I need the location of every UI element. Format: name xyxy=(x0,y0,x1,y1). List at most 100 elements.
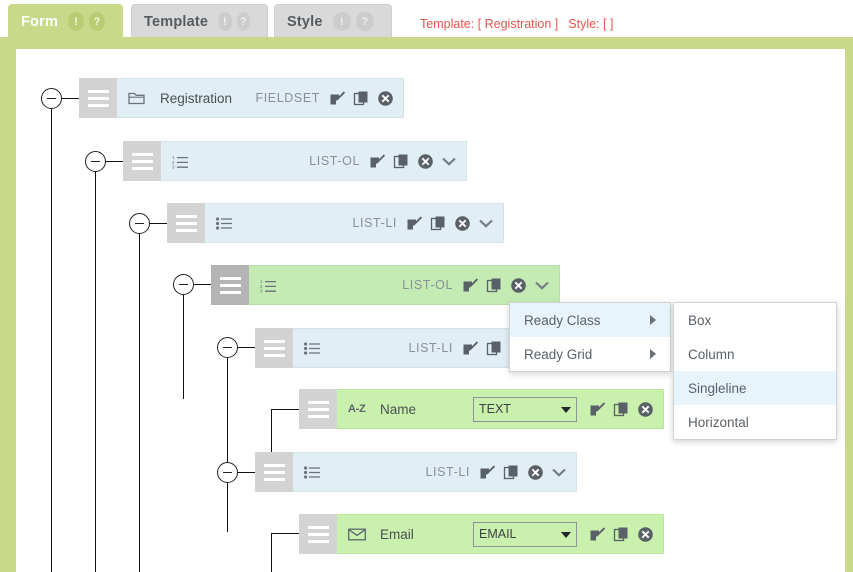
chevron-down-icon[interactable] xyxy=(534,280,550,291)
edit-icon[interactable] xyxy=(406,215,423,232)
drag-handle[interactable] xyxy=(79,78,117,118)
edit-icon[interactable] xyxy=(589,526,606,543)
field-type-select-email[interactable]: EMAIL xyxy=(473,521,577,547)
menu-item-ready-grid[interactable]: Ready Grid xyxy=(510,337,670,371)
tree-node-list-li-3[interactable]: LIST-LI xyxy=(255,452,577,492)
tab-form[interactable]: Form ! ? xyxy=(8,4,123,38)
node-type-label: LIST-OL xyxy=(402,278,453,292)
drag-handle[interactable] xyxy=(255,452,293,492)
tab-style[interactable]: Style ! ? xyxy=(274,4,392,38)
frame-right xyxy=(845,37,853,572)
chevron-down-icon[interactable] xyxy=(551,467,567,478)
unordered-list-icon xyxy=(304,341,326,355)
tree-node-list-li-1[interactable]: LIST-LI xyxy=(167,203,504,243)
submenu-item-horizontal[interactable]: Horizontal xyxy=(674,405,836,439)
submenu-item-label: Box xyxy=(688,312,712,328)
drag-handle[interactable] xyxy=(123,141,161,181)
tab-form-alert-badge[interactable]: ! xyxy=(68,12,85,31)
chevron-down-icon[interactable] xyxy=(478,218,494,229)
tree-trunk-line-2 xyxy=(95,161,96,572)
delete-icon[interactable] xyxy=(637,401,654,418)
edit-icon[interactable] xyxy=(462,340,479,357)
unordered-list-icon xyxy=(216,216,238,230)
drag-handle[interactable] xyxy=(167,203,205,243)
chevron-right-icon xyxy=(650,315,656,325)
tab-style-label: Style xyxy=(287,13,323,30)
delete-icon[interactable] xyxy=(637,526,654,543)
node-type-label: LIST-LI xyxy=(408,341,453,355)
tree-toggle-list-ol-2[interactable] xyxy=(173,274,194,295)
node-type-label: LIST-LI xyxy=(425,465,470,479)
copy-icon[interactable] xyxy=(613,401,630,418)
edit-icon[interactable] xyxy=(329,90,346,107)
edit-icon[interactable] xyxy=(369,153,386,170)
edit-icon[interactable] xyxy=(479,464,496,481)
tab-template-help-badge[interactable]: ? xyxy=(236,12,250,31)
node-type-label: LIST-OL xyxy=(309,154,360,168)
delete-icon[interactable] xyxy=(377,90,394,107)
edit-icon[interactable] xyxy=(589,401,606,418)
svg-text:2: 2 xyxy=(260,283,263,288)
copy-icon[interactable] xyxy=(430,215,447,232)
tree-connector-6 xyxy=(237,472,255,473)
delete-icon[interactable] xyxy=(454,215,471,232)
frame-left xyxy=(0,37,16,572)
submenu-item-label: Horizontal xyxy=(688,414,749,430)
drag-handle[interactable] xyxy=(299,514,337,554)
tree-connector-5 xyxy=(271,409,299,410)
node-type-label: FIELDSET xyxy=(255,91,320,105)
node-type-label: LIST-LI xyxy=(352,216,397,230)
copy-icon[interactable] xyxy=(353,90,370,107)
tree-toggle-list-li-2[interactable] xyxy=(217,337,238,358)
tree-toggle-list-li-3[interactable] xyxy=(217,462,238,483)
svg-text:2: 2 xyxy=(172,159,175,164)
chevron-down-icon[interactable] xyxy=(441,156,457,167)
submenu-item-singleline[interactable]: Singleline xyxy=(674,371,836,405)
tab-style-alert-badge[interactable]: ! xyxy=(332,12,351,31)
submenu-item-box[interactable]: Box xyxy=(674,303,836,337)
copy-icon[interactable] xyxy=(486,340,503,357)
tree-trunk-line-5 xyxy=(227,347,228,472)
menu-item-ready-class[interactable]: Ready Class xyxy=(510,303,670,337)
tab-form-help-badge[interactable]: ? xyxy=(89,12,105,31)
context-menu[interactable]: Ready Class Ready Grid xyxy=(509,302,671,372)
copy-icon[interactable] xyxy=(613,526,630,543)
menu-item-label: Ready Grid xyxy=(524,346,593,362)
folder-icon xyxy=(128,91,150,106)
frame-top xyxy=(0,37,853,49)
drag-handle[interactable] xyxy=(255,328,293,368)
tab-style-help-badge[interactable]: ? xyxy=(355,12,374,31)
tree-node-registration[interactable]: Registration FIELDSET xyxy=(79,78,404,118)
header-style-meta: Style: [ ] xyxy=(568,17,614,31)
edit-icon[interactable] xyxy=(462,277,479,294)
tree-toggle-list-ol-1[interactable] xyxy=(85,151,106,172)
field-type-select-name[interactable]: TEXT xyxy=(473,396,577,422)
tab-template-alert-badge[interactable]: ! xyxy=(218,12,232,31)
tree-connector-2 xyxy=(149,223,167,224)
drag-handle[interactable] xyxy=(299,389,337,429)
copy-icon[interactable] xyxy=(393,153,410,170)
menu-item-label: Ready Class xyxy=(524,312,601,328)
tab-template[interactable]: Template ! ? xyxy=(131,4,268,38)
copy-icon[interactable] xyxy=(503,464,520,481)
tree-trunk-line-4 xyxy=(183,284,184,399)
context-submenu-ready-class[interactable]: Box Column Singleline Horizontal xyxy=(673,302,837,440)
delete-icon[interactable] xyxy=(527,464,544,481)
delete-icon[interactable] xyxy=(510,277,527,294)
tree-node-field-name[interactable]: A-Z Name TEXT xyxy=(299,389,664,429)
delete-icon[interactable] xyxy=(417,153,434,170)
submenu-item-label: Column xyxy=(688,346,735,362)
drag-handle[interactable] xyxy=(211,265,249,305)
tree-connector-1 xyxy=(105,161,123,162)
envelope-icon xyxy=(348,528,370,541)
tree-node-field-email[interactable]: Email EMAIL xyxy=(299,514,664,554)
node-label: Name xyxy=(380,401,417,417)
submenu-item-column[interactable]: Column xyxy=(674,337,836,371)
submenu-item-label: Singleline xyxy=(688,380,747,396)
tree-toggle-list-li-1[interactable] xyxy=(129,213,150,234)
tree-toggle-registration[interactable] xyxy=(41,88,62,109)
copy-icon[interactable] xyxy=(486,277,503,294)
svg-text:3: 3 xyxy=(172,164,175,169)
